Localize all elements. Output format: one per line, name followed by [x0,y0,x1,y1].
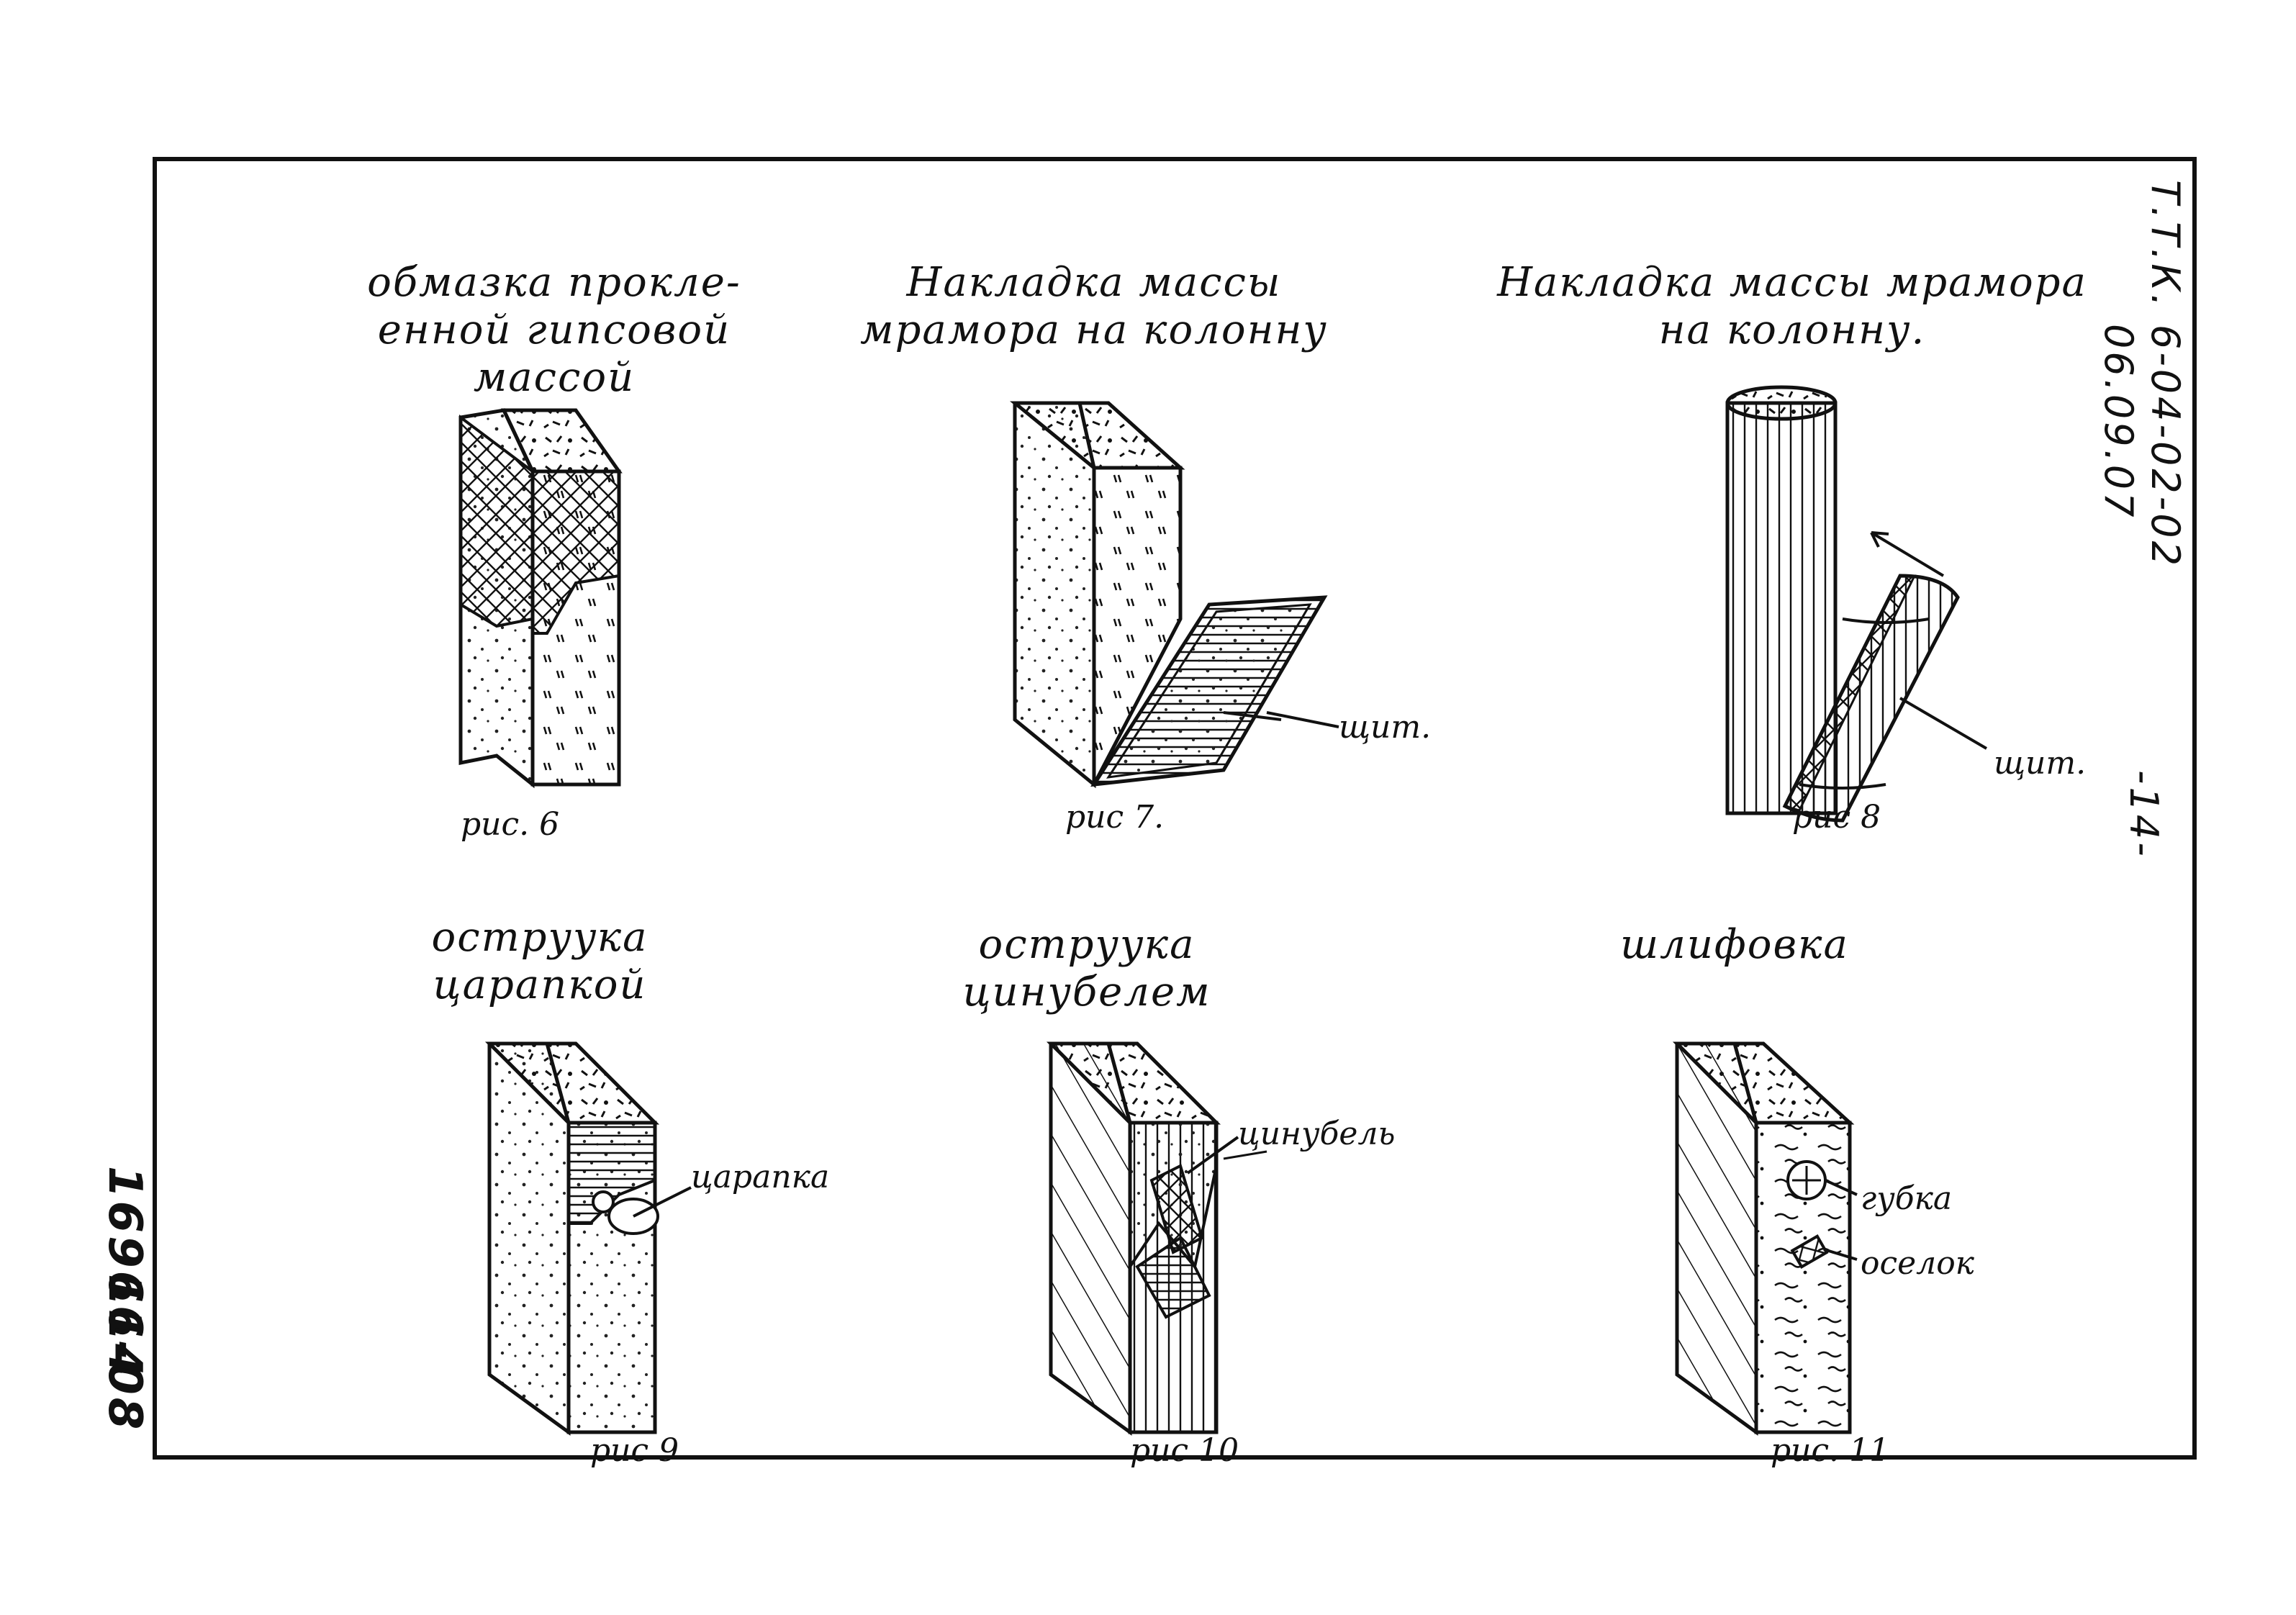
doc-code-line1: Т.Т.К. 6-04-02-02 [2143,180,2188,569]
label-shield-fig8: щит. [1994,745,2087,782]
caption-fig10: оструyка цинубелем [950,921,1224,1016]
caption-fig8-line2: на колонну. [1658,307,1926,353]
fig11-whetstone-leader [1823,1248,1858,1261]
figure-number-7: рис 7. [1065,799,1165,836]
caption-fig7-line2: мрамора на колонну [860,307,1328,353]
caption-fig6-line3: массой [473,354,636,401]
figure-number-11: рис. 11 [1771,1432,1890,1469]
fig10-block [1046,1041,1221,1436]
caption-fig7-line1: Накладка массы [906,259,1282,306]
drawing-frame [153,157,2197,1460]
fig6-block [458,408,623,789]
label-scraper: царапка [691,1159,830,1195]
sheet-number: 114 [98,1274,151,1379]
caption-fig11: шлифовка [1583,921,1886,969]
fig7-block [1009,401,1328,789]
page-number: -14- [2121,770,2166,859]
fig10-leader-tick [1223,1150,1267,1160]
caption-fig10-line2: цинубелем [962,969,1211,1015]
caption-fig9: оструyка царапкой [403,914,677,1009]
doc-code-line2: 06.09.07 [2096,324,2141,520]
caption-fig8: Накладка массы мрамора на колонну. [1497,259,2087,354]
figure-number-8: рис 8 [1792,799,1881,836]
fig8-column [1725,385,1960,823]
figure-number-9: рис 9 [590,1432,679,1469]
fig9-leader [633,1186,692,1218]
fig8-leader [1899,697,1988,750]
caption-fig6: обмазка прокле- енной гипсовой массой [331,259,777,402]
figure-number-6: рис. 6 [461,806,560,843]
label-sponge: губка [1861,1180,1953,1217]
caption-fig11-line1: шлифовка [1620,921,1849,968]
caption-fig7: Накладка массы мрамора на колонну [849,259,1339,354]
caption-fig8-line1: Накладка массы мрамора [1497,259,2087,306]
figure-number-10: рис 10 [1130,1432,1239,1469]
label-zinubel: цинубель [1238,1116,1396,1152]
caption-fig10-line1: оструyка [978,921,1196,968]
caption-fig6-line1: обмазка прокле- [367,259,741,306]
fig11-block [1672,1041,1855,1436]
fig9-block [484,1041,660,1436]
caption-fig9-line1: оструyка [431,914,648,961]
label-whetstone: оселок [1861,1245,1974,1282]
fig11-sponge-leader [1825,1179,1858,1196]
label-shield-fig7: щит. [1339,709,1432,746]
caption-fig6-line2: енной гипсовой [377,307,731,353]
caption-fig9-line2: царапкой [433,962,647,1008]
fig10-leader [1186,1136,1239,1175]
fig7-leader [1266,711,1339,728]
